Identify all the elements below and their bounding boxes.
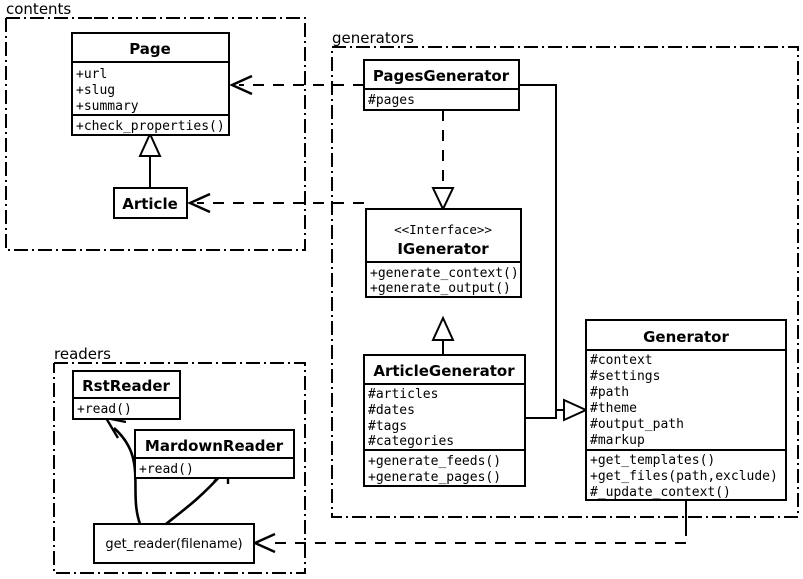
class-page-method: +check_properties() — [76, 119, 225, 134]
link-pagesgenerator-to-generator — [519, 84, 589, 422]
class-pagesgenerator-attribute: #pages — [368, 93, 415, 108]
link-article-to-page-arrowhead — [138, 131, 162, 157]
class-articlegenerator-attribute: #tags — [368, 419, 407, 434]
link-generators-to-article — [187, 192, 364, 214]
class-rstreader-box[interactable] — [72, 370, 181, 420]
function-get-reader-box[interactable] — [93, 523, 255, 564]
class-generator-attribute: #markup — [590, 433, 645, 448]
class-generator-method: +get_files(path,exclude) — [590, 469, 778, 484]
class-articlegenerator-attribute: #categories — [368, 434, 454, 449]
package-readers-label: readers — [54, 345, 111, 363]
class-article-box[interactable] — [113, 187, 188, 219]
class-pagesgenerator-name: PagesGenerator — [373, 67, 510, 85]
class-article[interactable]: Article — [113, 187, 188, 219]
class-pagesgenerator-box[interactable] — [363, 59, 520, 111]
class-generator-attribute: #context — [590, 353, 653, 368]
class-rstreader-method: +read() — [77, 402, 132, 417]
class-rstreader[interactable]: RstReader +read() — [72, 370, 181, 420]
link-getreader-to-rstreader-arrowhead — [103, 416, 127, 439]
class-pagesgenerator[interactable]: PagesGenerator #pages — [363, 59, 520, 111]
link-pagesgenerator-to-igenerator — [431, 110, 455, 212]
package-contents: contents — [5, 0, 306, 251]
class-articlegenerator-box[interactable] — [363, 354, 526, 487]
link-articlegenerator-to-igenerator — [431, 315, 455, 355]
class-igenerator-method: +generate_output() — [370, 281, 511, 296]
link-generator-to-getreader — [252, 500, 687, 554]
link-article-to-page — [138, 131, 162, 188]
class-igenerator-stereotype: <<Interface>> — [394, 222, 492, 237]
class-markdownreader[interactable]: MardownReader +read() — [134, 429, 295, 479]
class-page-attribute: +slug — [76, 83, 115, 98]
class-generator-attribute: #output_path — [590, 417, 684, 432]
link-articlegenerator-to-igenerator-arrowhead — [431, 315, 455, 341]
class-generator-name: Generator — [643, 328, 729, 346]
class-generator-attribute: #theme — [590, 401, 637, 416]
class-generator-attribute: #path — [590, 385, 629, 400]
class-page-box[interactable] — [71, 32, 230, 136]
class-page-attribute: +url — [76, 67, 107, 82]
class-generator-method: #_update_context() — [590, 485, 731, 500]
class-markdownreader-name: MardownReader — [145, 437, 284, 455]
function-get-reader-label: get_reader(filename) — [105, 537, 242, 552]
class-articlegenerator[interactable]: ArticleGenerator #articles #dates #tags … — [363, 354, 526, 487]
package-generators: generators — [331, 29, 799, 518]
class-articlegenerator-method: +generate_feeds() — [368, 454, 501, 469]
class-page[interactable]: Page +url +slug +summary +check_properti… — [71, 32, 230, 136]
link-pagesgenerator-to-page — [229, 74, 364, 96]
class-igenerator-method: +generate_context() — [370, 266, 519, 281]
link-pagesgenerator-to-generator-arrowhead — [563, 398, 589, 422]
link-pagesgenerator-to-generator-line — [519, 84, 564, 411]
class-igenerator-box[interactable] — [365, 208, 522, 298]
link-articlegenerator-to-generator-line — [525, 410, 557, 419]
package-readers-border — [53, 362, 306, 574]
class-articlegenerator-name: ArticleGenerator — [373, 362, 515, 380]
class-article-name: Article — [122, 195, 178, 213]
class-generator-attribute: #settings — [590, 369, 660, 384]
link-generators-to-article-arrowhead — [187, 192, 211, 214]
class-markdownreader-box[interactable] — [134, 429, 295, 479]
package-generators-label: generators — [332, 29, 414, 47]
package-contents-label: contents — [6, 0, 71, 18]
link-generator-to-getreader-arrowhead — [252, 532, 276, 554]
link-pagesgenerator-to-igenerator-arrowhead — [431, 187, 455, 212]
class-articlegenerator-method: +generate_pages() — [368, 470, 501, 485]
link-pagesgenerator-to-page-arrowhead — [229, 74, 253, 96]
package-readers: readers — [53, 345, 306, 574]
class-articlegenerator-attribute: #articles — [368, 387, 438, 402]
class-generator-method: +get_templates() — [590, 453, 715, 468]
class-page-name: Page — [129, 40, 171, 58]
class-igenerator-name: IGenerator — [397, 240, 489, 258]
link-articlegenerator-to-generator — [525, 410, 557, 419]
class-page-attribute: +summary — [76, 99, 139, 114]
class-generator[interactable]: Generator #context #settings #path #them… — [585, 319, 787, 501]
function-get-reader[interactable]: get_reader(filename) — [93, 523, 255, 564]
package-generators-border — [331, 46, 799, 518]
class-markdownreader-method: +read() — [139, 462, 194, 477]
class-igenerator[interactable]: <<Interface>> IGenerator +generate_conte… — [365, 208, 522, 298]
class-rstreader-name: RstReader — [82, 377, 170, 395]
class-articlegenerator-attribute: #dates — [368, 403, 415, 418]
package-contents-border — [5, 17, 306, 251]
